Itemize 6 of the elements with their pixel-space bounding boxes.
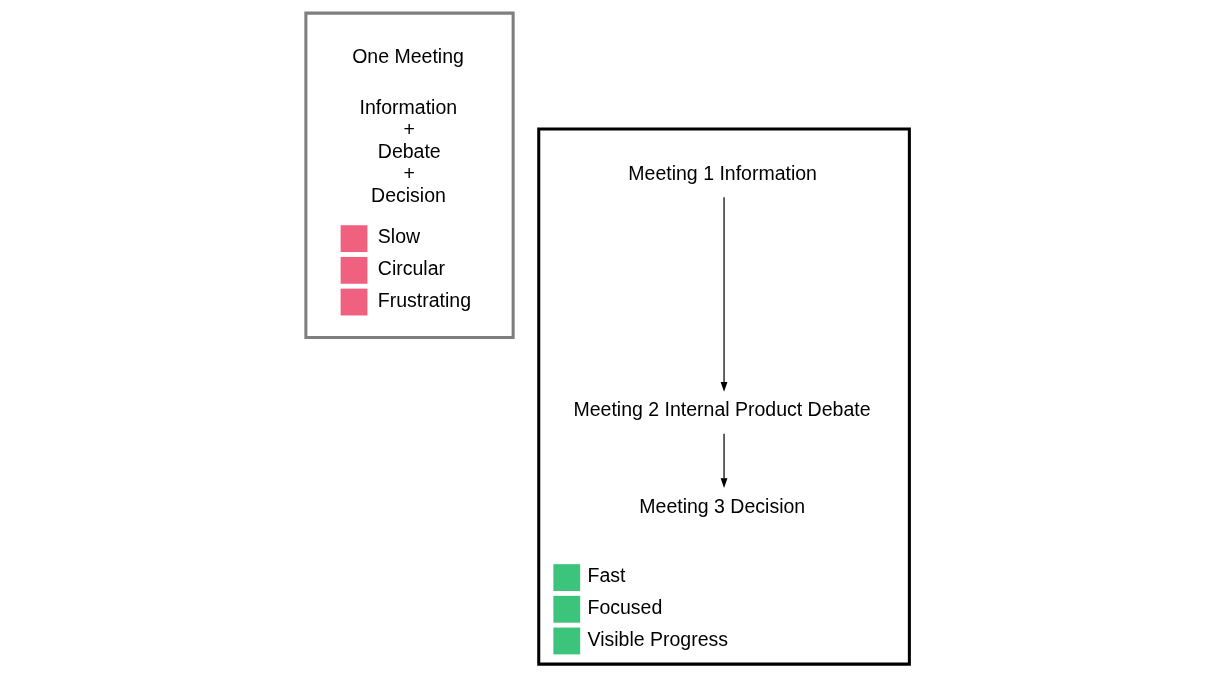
arrow <box>720 433 728 488</box>
arrow <box>720 196 728 392</box>
node-text: Meeting 2 Internal Product Debate <box>573 398 871 421</box>
node-box: One Meeting Information + Debate + Decision Slow Circular Frustrating <box>304 11 515 339</box>
node-text: Meeting 3 Decision <box>639 494 806 517</box>
node-text: Meeting 1 Information <box>628 161 817 184</box>
